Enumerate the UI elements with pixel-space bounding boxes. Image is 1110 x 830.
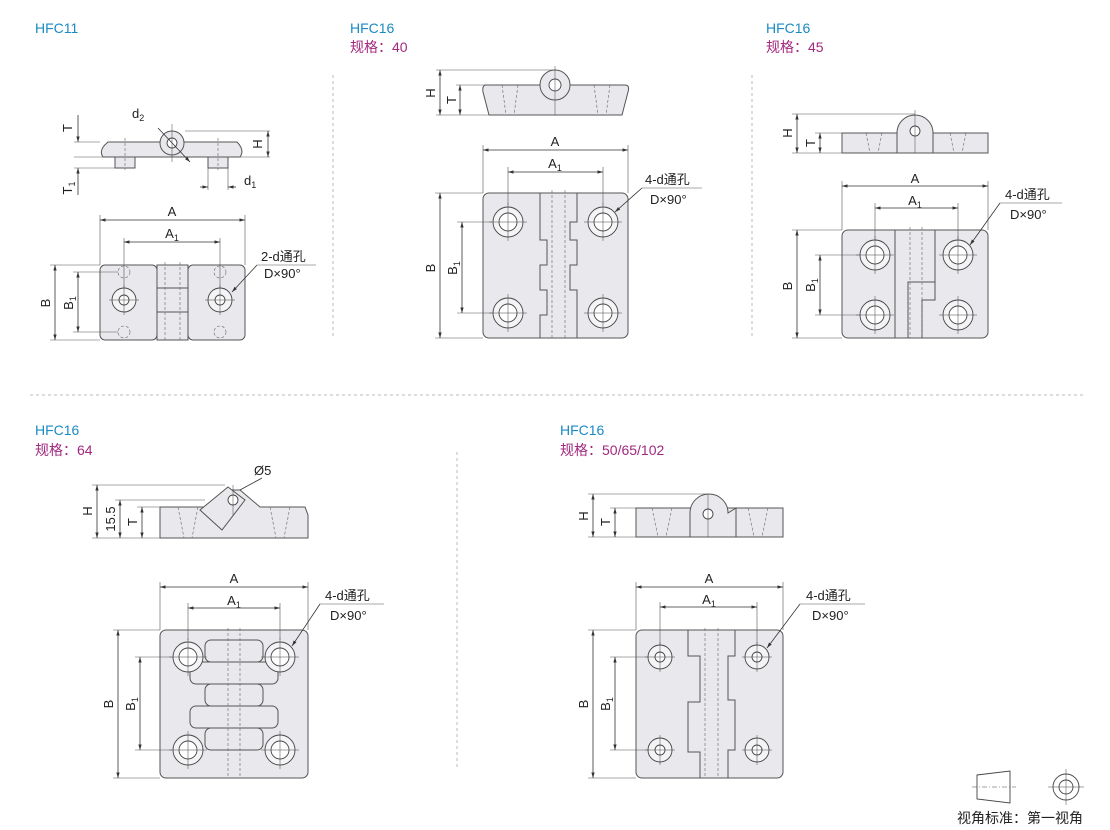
side-view: Ø5 H 15.5 T [80,463,309,539]
dim-A: A [911,171,920,186]
projection-standard-label: 视角标准：第一视角 [957,810,1083,826]
countersink-callout: D×90° [330,608,367,623]
dim-B1: B1 [803,278,820,292]
top-view: A A1 B B1 4-d通孔 D×90° [576,571,865,779]
dim-B: B [38,299,53,308]
top-view: A A1 B B1 4-d通孔 D×90° [101,571,384,779]
dim-B1: B1 [445,261,462,275]
countersink-callout: D×90° [1010,207,1047,222]
dim-T: T [803,139,818,147]
dim-H: H [576,511,591,520]
hole-callout: 4-d通孔 [645,172,690,187]
dim-A: A [168,204,177,219]
panel-hfc16-64: HFC16 规格：64 Ø5 H 15.5 T [35,422,384,779]
side-view: H T [780,110,989,154]
dim-H: H [80,506,95,515]
dim-B1: B1 [123,697,140,711]
panel-title: HFC16 [766,20,811,36]
dim-T: T [444,96,459,104]
dim-T: T [598,518,613,526]
panel-hfc16-50-65-102: HFC16 规格：50/65/102 H T A [560,422,865,779]
hole-callout: 4-d通孔 [806,588,851,603]
dim-B1: B1 [61,296,78,310]
dim-d1: d1 [244,173,256,190]
dim-A1: A1 [908,193,922,210]
dim-15-5: 15.5 [103,506,118,531]
dim-A: A [551,134,560,149]
countersink-callout: D×90° [264,266,301,281]
projection-symbol-icon [972,769,1084,805]
top-view: A A1 B B1 2-d通孔 D×90° [38,204,316,341]
dim-A: A [230,571,239,586]
dim-B: B [576,700,591,709]
side-view: d2 T T1 H d1 [60,106,270,195]
side-view: H T [576,493,784,538]
dim-B: B [780,282,795,291]
dim-B: B [423,264,438,273]
top-view: A A1 B B1 4-d通孔 D×90° [423,134,702,339]
hole-callout: 4-d通孔 [1005,187,1050,202]
dim-B: B [101,700,116,709]
panel-title: HFC16 [35,422,80,438]
panel-spec: 规格：64 [35,442,93,458]
panel-hfc11: HFC11 d2 T T1 H d1 [35,20,316,341]
dim-A1: A1 [165,226,179,243]
panel-spec: 规格：50/65/102 [560,442,664,458]
panel-title: HFC16 [350,20,395,36]
panel-title: HFC16 [560,422,605,438]
panel-spec: 规格：40 [350,39,408,55]
dim-T: T [60,124,75,132]
dim-A1: A1 [227,593,241,610]
projection-legend: 视角标准：第一视角 [957,769,1084,826]
dim-H: H [423,88,438,97]
dim-T1: T1 [60,182,77,195]
dim-A1: A1 [548,156,562,173]
countersink-callout: D×90° [650,192,687,207]
hole-callout: 2-d通孔 [261,249,306,264]
panel-hfc16-45: HFC16 规格：45 H T A [766,20,1062,339]
dim-pin-diameter: Ø5 [254,463,271,478]
dim-d2: d2 [132,106,144,123]
dim-H: H [780,128,795,137]
hole-callout: 4-d通孔 [325,588,370,603]
dim-A1: A1 [702,592,716,609]
panel-title: HFC11 [35,20,79,36]
dim-A: A [705,571,714,586]
dim-B1: B1 [598,697,615,711]
countersink-callout: D×90° [812,608,849,623]
dim-T: T [125,518,140,526]
dim-H: H [250,139,265,148]
side-view: H T [423,66,630,116]
top-view: A A1 B B1 4-d通孔 D×90° [780,171,1062,339]
panel-hfc16-40: HFC16 规格：40 H T A [350,20,702,339]
panel-spec: 规格：45 [766,39,824,55]
